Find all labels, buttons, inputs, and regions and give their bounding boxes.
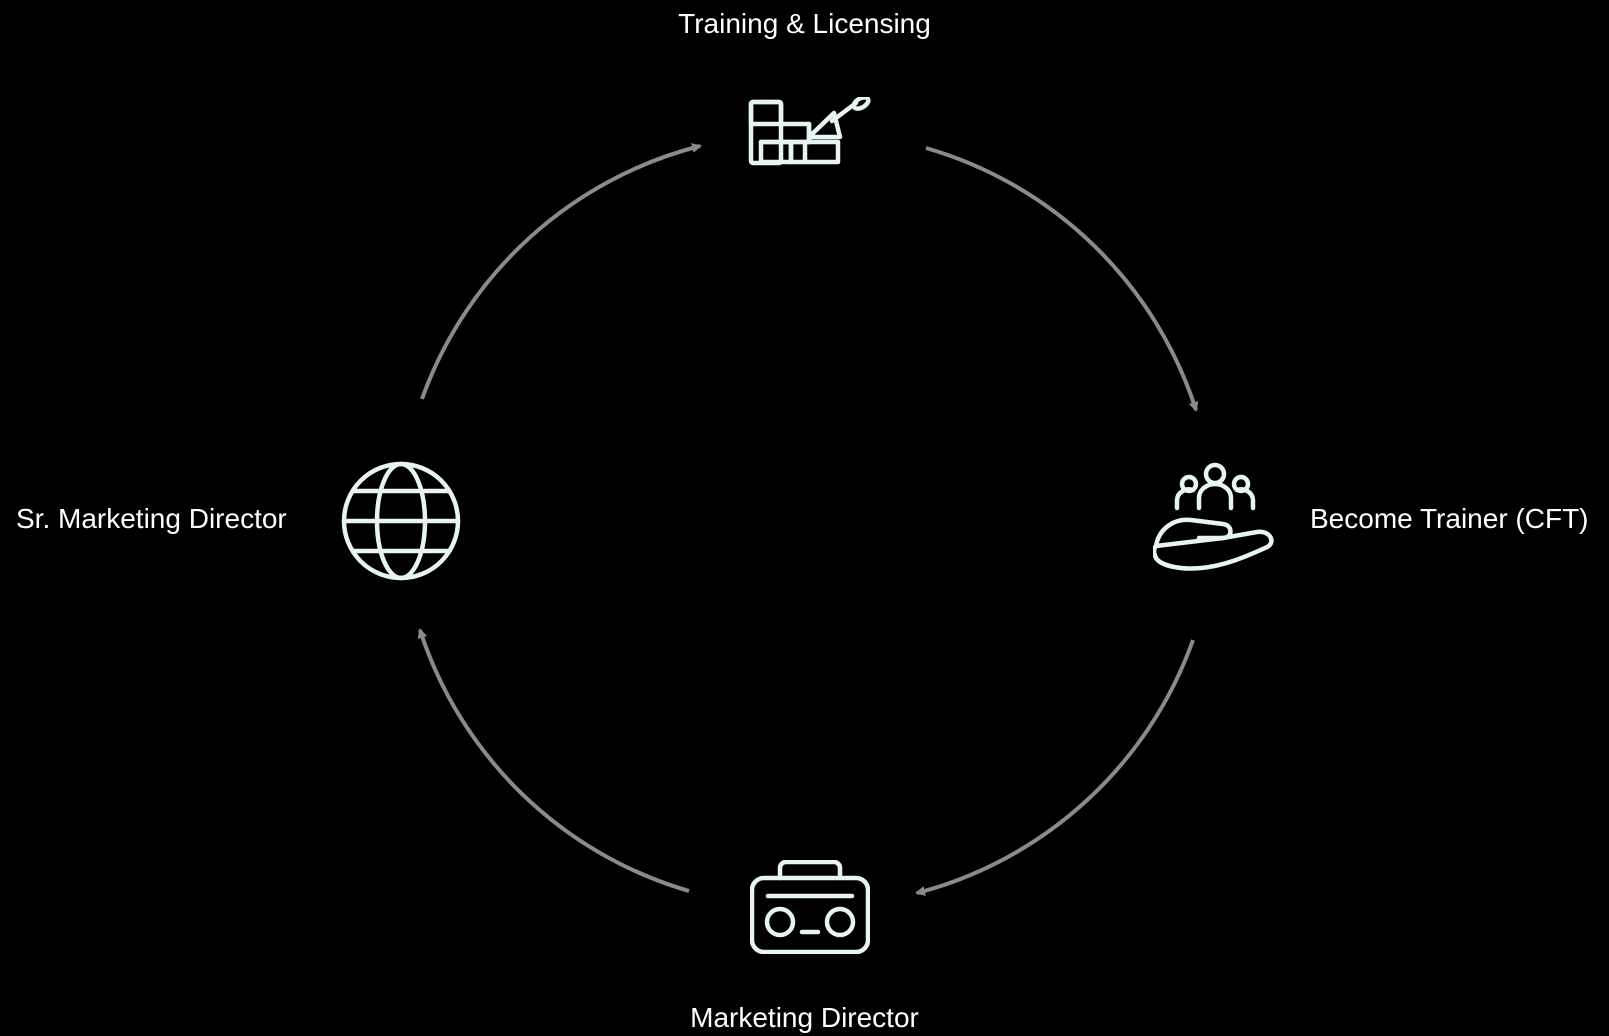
- node-label-training-licensing: Training & Licensing: [678, 8, 931, 39]
- boombox-radio-icon: [750, 860, 870, 954]
- node-label-become-trainer: Become Trainer (CFT): [1310, 503, 1589, 534]
- arrow-bottom-to-left: [417, 628, 690, 893]
- globe-icon: [340, 460, 462, 582]
- node-label-marketing-director: Marketing Director: [690, 1002, 919, 1033]
- arrow-right-to-bottom: [915, 639, 1195, 896]
- bricks-trowel-icon: [748, 97, 872, 169]
- arrow-top-to-right: [925, 146, 1199, 412]
- arrow-left-to-top: [420, 143, 702, 400]
- hand-holding-people-icon: [1153, 462, 1277, 578]
- node-label-sr-marketing-director: Sr. Marketing Director: [16, 503, 287, 534]
